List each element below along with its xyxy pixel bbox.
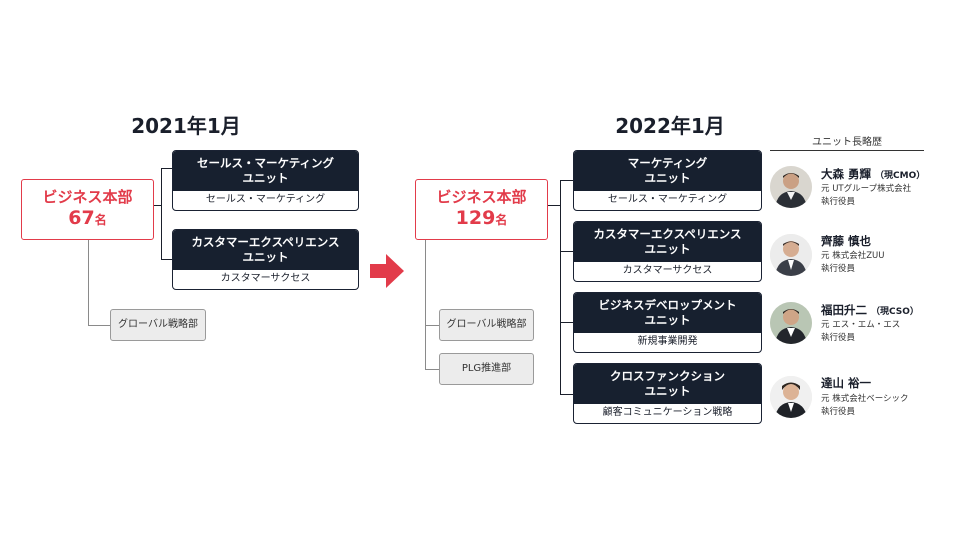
leader-name: 大森 勇輝 （現CMO）: [821, 167, 926, 181]
connector: [161, 259, 172, 260]
root-count-2022: 129名: [455, 207, 508, 229]
leader-former-title: 執行役員: [821, 333, 856, 343]
root-box-2022: ビジネス本部 129名: [415, 179, 548, 240]
root-count-2021: 67名: [68, 207, 107, 229]
year-2021-heading: 2021年1月: [131, 114, 241, 138]
leader-name: 齊藤 慎也: [821, 234, 872, 248]
avatar: [770, 376, 812, 418]
root-title-2022: ビジネス本部: [436, 188, 527, 206]
unit-function: カスタマーサクセス: [622, 265, 713, 276]
connector: [560, 394, 573, 395]
leader-former-title: 執行役員: [821, 197, 856, 207]
avatar: [770, 234, 812, 276]
department-box: グローバル戦略部: [110, 309, 206, 341]
unit-function: セールス・マーケティング: [205, 194, 326, 205]
leader-former-company: 元 株式会社ベーシック: [821, 394, 909, 404]
connector: [560, 322, 573, 323]
connector: [154, 205, 162, 206]
connector: [161, 168, 172, 169]
avatar: [770, 302, 812, 344]
leader-name: 達山 裕一: [821, 376, 872, 390]
leader-former-company: 元 株式会社ZUU: [821, 251, 885, 261]
leader-former-company: 元 エス・エム・エス: [821, 320, 901, 330]
unit-title: クロスファンクションユニット: [574, 364, 761, 404]
unit-card: カスタマーエクスペリエンスユニット カスタマーサクセス: [573, 221, 762, 282]
department-box: PLG推進部: [439, 353, 534, 385]
connector: [560, 180, 561, 394]
avatar: [770, 166, 812, 208]
department-box: グローバル戦略部: [439, 309, 534, 341]
year-2022-heading: 2022年1月: [615, 114, 725, 138]
leader-former-company: 元 UTグループ株式会社: [821, 184, 912, 194]
connector: [425, 240, 426, 370]
unit-card: カスタマーエクスペリエンスユニット カスタマーサクセス: [172, 229, 359, 290]
connector: [425, 369, 439, 370]
unit-card: クロスファンクションユニット 顧客コミュニケーション戦略: [573, 363, 762, 424]
leader-former-title: 執行役員: [821, 407, 856, 417]
unit-title: マーケティングユニット: [574, 151, 761, 191]
connector: [161, 168, 162, 259]
unit-title: セールス・マーケティングユニット: [173, 151, 358, 191]
connector: [88, 325, 110, 326]
unit-title: カスタマーエクスペリエンスユニット: [173, 230, 358, 270]
leader-name: 福田升二 （現CSO）: [821, 303, 919, 317]
leaders-header: ユニット長略歴: [812, 137, 882, 148]
unit-card: マーケティングユニット セールス・マーケティング: [573, 150, 762, 211]
unit-function: カスタマーサクセス: [220, 273, 311, 284]
unit-function: セールス・マーケティング: [607, 194, 728, 205]
leaders-header-rule: [770, 150, 924, 151]
arrow-right-icon: [370, 254, 404, 288]
root-title-2021: ビジネス本部: [42, 188, 133, 206]
unit-title: カスタマーエクスペリエンスユニット: [574, 222, 761, 262]
unit-card: ビジネスデベロップメントユニット 新規事業開発: [573, 292, 762, 353]
unit-card: セールス・マーケティングユニット セールス・マーケティング: [172, 150, 359, 211]
connector: [425, 325, 439, 326]
leader-former-title: 執行役員: [821, 264, 856, 274]
root-box-2021: ビジネス本部 67名: [21, 179, 154, 240]
unit-function: 新規事業開発: [637, 336, 698, 347]
connector: [548, 205, 560, 206]
connector: [560, 180, 573, 181]
connector: [560, 251, 573, 252]
unit-title: ビジネスデベロップメントユニット: [574, 293, 761, 333]
connector: [88, 240, 89, 326]
unit-function: 顧客コミュニケーション戦略: [602, 407, 733, 418]
